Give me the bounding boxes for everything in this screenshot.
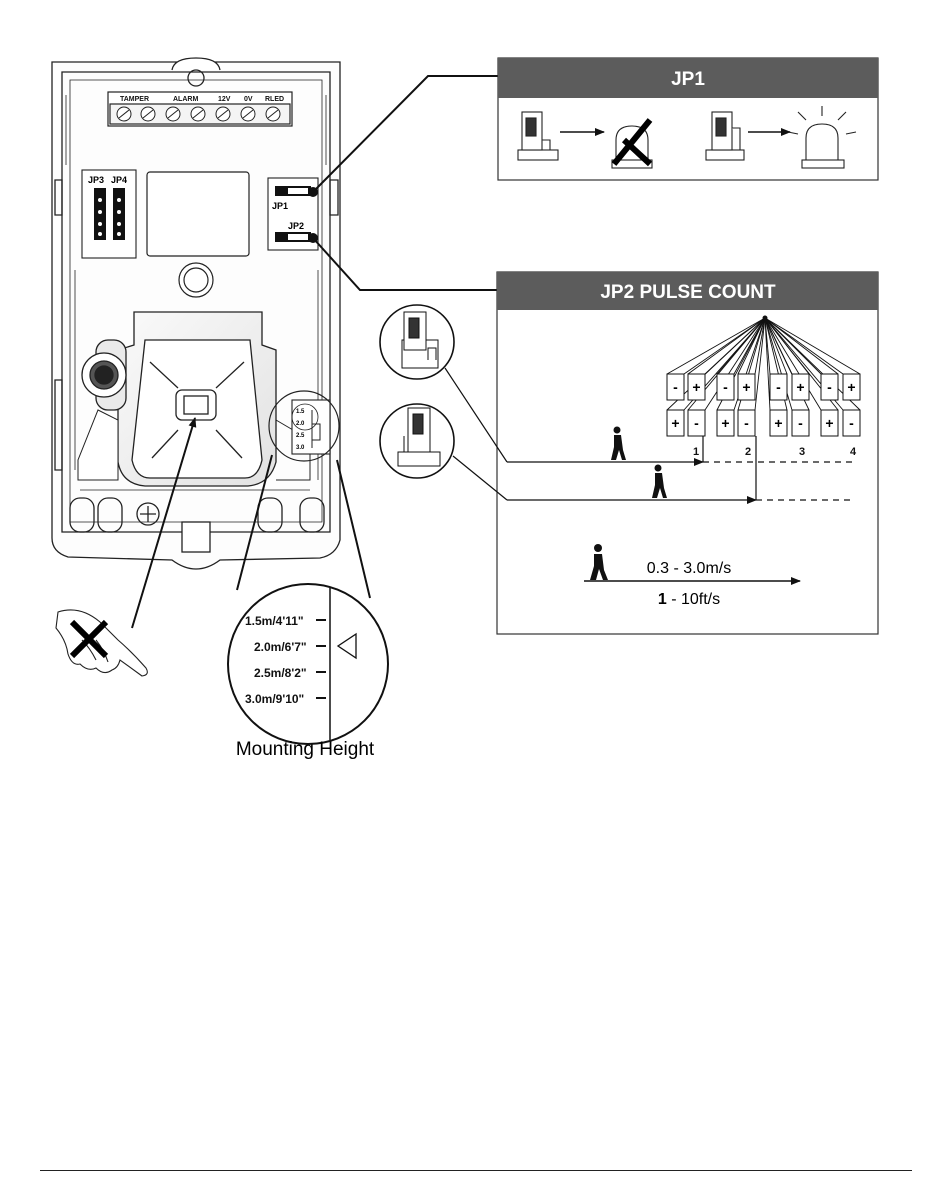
jp3-jp4-block: JP3 JP4 [82, 170, 136, 258]
count-1: 1 [693, 446, 699, 458]
mounting-height-caption: Mounting Height [236, 739, 375, 760]
zone-sign: - [798, 415, 803, 431]
jp2-setting-2-icon [380, 404, 454, 478]
mini-height-switch: 1.5 2.0 2.5 3.0 [292, 400, 330, 454]
terminal-label-alarm: ALARM [173, 96, 198, 103]
mini-height-1: 1.5 [296, 409, 305, 415]
jp2-label-detector: JP2 [288, 221, 304, 231]
mini-height-2: 2.0 [296, 421, 305, 427]
speed-metric: 0.3 - 3.0m/s [647, 560, 731, 577]
terminal-label-tamper: TAMPER [120, 96, 149, 103]
zone-sign: - [744, 415, 749, 431]
mount-height-3: 2.5m/8'2" [254, 666, 307, 680]
mount-height-4: 3.0m/9'10" [245, 692, 304, 706]
zone-sign: + [671, 415, 679, 431]
zone-sign: + [742, 379, 750, 395]
zone-sign: - [673, 379, 678, 395]
zone-sign: + [721, 415, 729, 431]
zone-sign: - [723, 379, 728, 395]
mount-height-2: 2.0m/6'7" [254, 640, 307, 654]
count-3: 3 [799, 446, 805, 458]
mounting-height-callout [228, 584, 388, 744]
mini-height-4: 3.0 [296, 445, 305, 451]
zone-sign: - [827, 379, 832, 395]
jp2-panel [497, 272, 878, 634]
fan-origin [763, 316, 768, 321]
zone-sign: + [796, 379, 804, 395]
zone-sign: + [774, 415, 782, 431]
jp2-dot [308, 233, 318, 243]
zone-sign: - [776, 379, 781, 395]
zone-sign: - [694, 415, 699, 431]
terminal-label-0v: 0V [244, 96, 253, 103]
mini-height-3: 2.5 [296, 433, 305, 439]
speed-imperial-rest: - 10ft/s [667, 591, 720, 608]
count-2: 2 [745, 446, 751, 458]
zone-sign: - [849, 415, 854, 431]
mount-height-1: 1.5m/4'11" [245, 614, 304, 628]
speed-imperial: 1 - 10ft/s [658, 591, 720, 608]
jp3-label: JP3 [88, 175, 104, 185]
jp2-title: JP2 PULSE COUNT [600, 282, 776, 303]
jp1-title: JP1 [671, 69, 705, 90]
terminal-label-rled: RLED [265, 96, 284, 103]
zone-sign: + [825, 415, 833, 431]
speed-imperial-bold: 1 [658, 591, 667, 608]
zone-sign: + [847, 379, 855, 395]
jp1-label-detector: JP1 [272, 201, 288, 211]
zone-sign: + [692, 379, 700, 395]
jp1-dot [308, 187, 318, 197]
jp4-label: JP4 [111, 175, 127, 185]
jp2-setting-1-icon [380, 305, 454, 379]
count-4: 4 [850, 446, 857, 458]
footer-rule [40, 1170, 912, 1171]
terminal-label-12v: 12V [218, 96, 231, 103]
